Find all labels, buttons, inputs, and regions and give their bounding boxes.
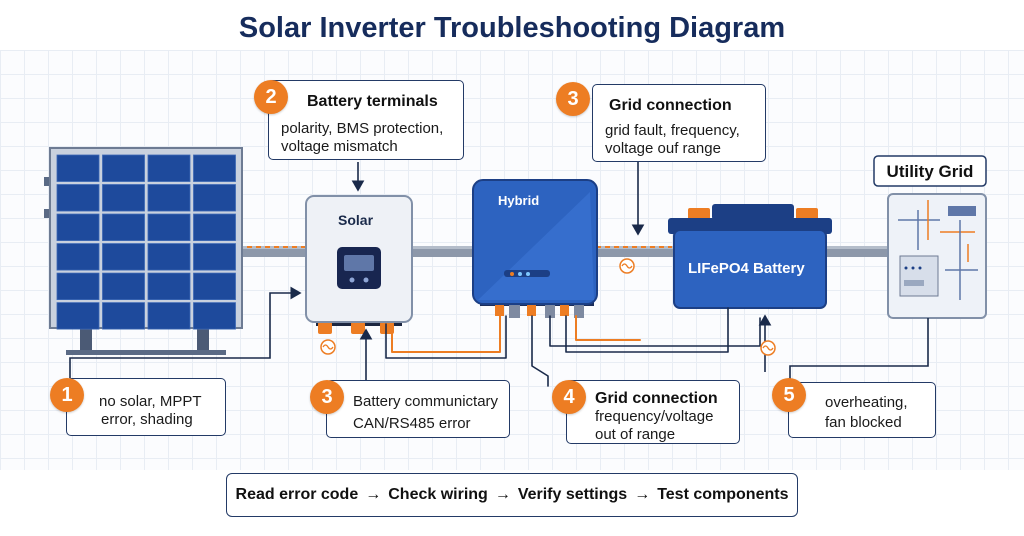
callout-line: fan blocked bbox=[825, 414, 902, 431]
flow-arrow: → bbox=[634, 486, 651, 503]
callout-line: grid fault, frequency, bbox=[605, 122, 740, 139]
flow-step: Verify settings bbox=[517, 486, 628, 503]
solar-cell bbox=[102, 272, 145, 300]
callout-battery-communication: Battery communictary CAN/RS485 error bbox=[326, 380, 510, 438]
solar-cell bbox=[102, 243, 145, 271]
callout-line: voltage mismatch bbox=[281, 138, 398, 155]
callout-title: Grid connection bbox=[609, 97, 732, 114]
diagram-title: Solar Inverter Troubleshooting Diagram bbox=[238, 12, 786, 44]
callout-no-solar: no solar, MPPT error, shading bbox=[66, 378, 226, 436]
callout-number-badge: 3 bbox=[310, 380, 344, 414]
callout-line: voltage ouf range bbox=[605, 140, 721, 157]
flow-step: Check wiring bbox=[388, 486, 488, 503]
solar-cell bbox=[56, 213, 100, 241]
solar-inverter-label: Solar bbox=[338, 212, 374, 228]
callout-number-badge: 3 bbox=[556, 82, 590, 116]
connector-symbol bbox=[760, 340, 776, 356]
callout-line: frequency/voltage bbox=[595, 408, 714, 425]
solar-panel bbox=[44, 147, 243, 355]
callout-number-badge: 2 bbox=[254, 80, 288, 114]
connector-symbol bbox=[320, 339, 336, 355]
callout-line: no solar, MPPT bbox=[99, 393, 202, 410]
callout-overheating: overheating, fan blocked bbox=[788, 382, 936, 438]
solar-cell bbox=[193, 184, 236, 212]
hybrid-inverter bbox=[472, 179, 598, 318]
solar-inverter bbox=[305, 195, 413, 334]
callout-line: polarity, BMS protection, bbox=[281, 120, 444, 137]
solar-cell bbox=[147, 184, 191, 212]
connector-symbol bbox=[619, 258, 635, 274]
hybrid-wiring bbox=[385, 307, 761, 387]
callout-battery-terminals: Battery terminals polarity, BMS protecti… bbox=[268, 80, 464, 160]
solar-cell bbox=[102, 184, 145, 212]
callout-grid-frequency: Grid connection frequency/voltage out of… bbox=[566, 380, 740, 444]
callout-number-badge: 1 bbox=[50, 378, 84, 412]
callout-line: Battery communictary bbox=[353, 393, 499, 410]
solar-cell bbox=[193, 154, 236, 182]
solar-cell bbox=[56, 154, 100, 182]
utility-grid-cabinet bbox=[887, 193, 987, 319]
callout-grid-connection: Grid connection grid fault, frequency, v… bbox=[592, 84, 766, 162]
solar-cell bbox=[147, 243, 191, 271]
solar-cell bbox=[102, 154, 145, 182]
flow-arrow: → bbox=[494, 486, 511, 503]
callout-number-badge: 5 bbox=[772, 378, 806, 412]
callout-line: out of range bbox=[595, 426, 676, 443]
solar-cell bbox=[193, 302, 236, 330]
solar-cell bbox=[56, 272, 100, 300]
flow-arrow: → bbox=[365, 486, 382, 503]
solar-cell bbox=[56, 184, 100, 212]
callout-title: Battery terminals bbox=[307, 93, 438, 110]
solar-cell bbox=[147, 154, 191, 182]
solar-cell bbox=[56, 243, 100, 271]
utility-grid-label: Utility Grid bbox=[886, 162, 974, 181]
solar-cell bbox=[56, 302, 100, 330]
battery bbox=[668, 204, 832, 309]
callout-title: Grid connection bbox=[595, 390, 718, 407]
callout-line: error, shading bbox=[101, 411, 193, 428]
solar-cell bbox=[147, 213, 191, 241]
solar-cell bbox=[147, 272, 191, 300]
utility-grid-label-box bbox=[873, 155, 987, 187]
callout-number-badge: 4 bbox=[552, 380, 586, 414]
solar-cells bbox=[56, 154, 236, 330]
flow-step: Read error code bbox=[235, 486, 359, 503]
solar-cell bbox=[193, 243, 236, 271]
callout-line: overheating, bbox=[825, 394, 908, 411]
hybrid-inverter-label: Hybrid bbox=[498, 193, 540, 208]
troubleshooting-flow: Read error code → Check wiring → Verify … bbox=[226, 473, 798, 517]
callout-line: CAN/RS485 error bbox=[353, 415, 471, 432]
solar-cell bbox=[102, 213, 145, 241]
solar-cell bbox=[102, 302, 145, 330]
solar-cell bbox=[193, 213, 236, 241]
solar-cell bbox=[147, 302, 191, 330]
solar-cell bbox=[193, 272, 236, 300]
flow-step: Test components bbox=[657, 486, 789, 503]
battery-label: LIFePO4 Battery bbox=[688, 260, 805, 277]
